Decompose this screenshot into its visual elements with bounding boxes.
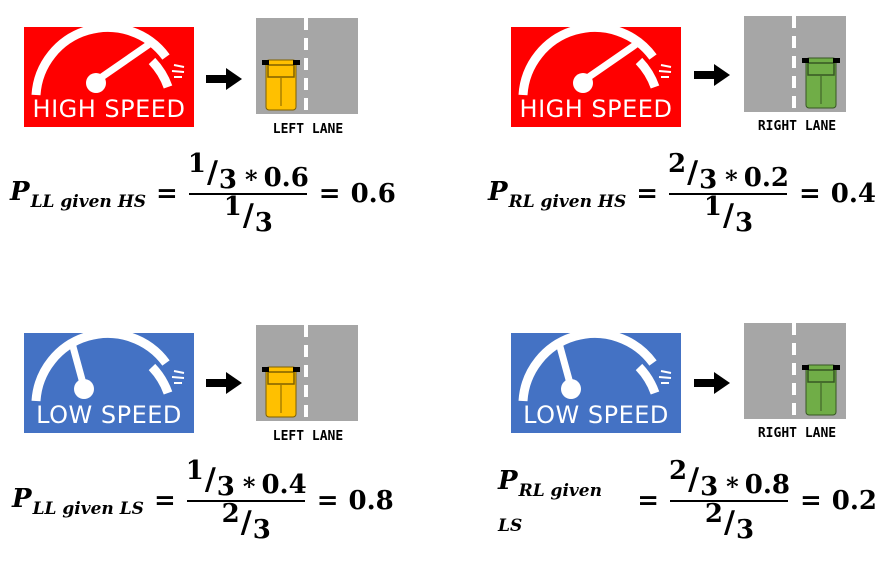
equation-ll-ls: PLL given LS = 1/3 *0.4 2/3 = 0.8 bbox=[12, 462, 394, 540]
numerator: 1/3 *0.4 bbox=[186, 462, 307, 497]
car-icon bbox=[802, 58, 840, 108]
probability-symbol: PRL given HS bbox=[488, 177, 626, 212]
equals-sign: = bbox=[636, 179, 658, 209]
high-speed-badge: HIGH SPEED bbox=[24, 27, 194, 127]
lane-label: RIGHT LANE bbox=[732, 426, 862, 441]
equation-rl-ls: PRL given LS = 2/3 *0.8 2/3 = 0.2 bbox=[498, 462, 877, 540]
road-right-lane bbox=[744, 323, 846, 419]
badge-label: HIGH SPEED bbox=[511, 95, 681, 123]
lane-label: RIGHT LANE bbox=[732, 119, 862, 134]
probability-symbol: PLL given HS bbox=[10, 177, 146, 212]
fraction: 1/3 *0.4 2/3 bbox=[186, 462, 307, 540]
equals-sign: = bbox=[637, 486, 659, 516]
high-speed-badge: HIGH SPEED bbox=[511, 27, 681, 127]
road-left-lane bbox=[256, 18, 358, 114]
numerator: 1/3 *0.6 bbox=[188, 155, 309, 190]
equation-ll-hs: PLL given HS = 1/3 *0.6 1/3 = 0.6 bbox=[10, 155, 396, 233]
badge-label: LOW SPEED bbox=[511, 401, 681, 429]
fraction: 2/3 *0.8 2/3 bbox=[669, 462, 790, 540]
car-icon bbox=[262, 60, 300, 110]
right-arrow-icon bbox=[694, 372, 730, 394]
badge-label: HIGH SPEED bbox=[24, 95, 194, 123]
denominator: 1/3 bbox=[224, 198, 273, 233]
numerator: 2/3 *0.2 bbox=[668, 155, 789, 190]
fraction: 2/3 *0.2 1/3 bbox=[668, 155, 789, 233]
numerator: 2/3 *0.8 bbox=[669, 462, 790, 497]
probability-symbol: PLL given LS bbox=[12, 484, 144, 519]
result-value: 0.6 bbox=[351, 179, 396, 209]
equals-sign: = bbox=[154, 486, 176, 516]
result-value: 0.4 bbox=[831, 179, 876, 209]
car-icon bbox=[802, 365, 840, 415]
result-value: 0.2 bbox=[832, 486, 877, 516]
denominator: 1/3 bbox=[704, 198, 753, 233]
equals-sign: = bbox=[156, 179, 178, 209]
denominator: 2/3 bbox=[222, 505, 271, 540]
fraction: 1/3 *0.6 1/3 bbox=[188, 155, 309, 233]
car-icon bbox=[262, 367, 300, 417]
probability-symbol: PRL given LS bbox=[498, 466, 627, 536]
right-arrow-icon bbox=[206, 68, 242, 90]
equation-rl-hs: PRL given HS = 2/3 *0.2 1/3 = 0.4 bbox=[488, 155, 876, 233]
road-right-lane bbox=[744, 16, 846, 112]
lane-label: LEFT LANE bbox=[243, 122, 373, 137]
badge-label: LOW SPEED bbox=[24, 401, 194, 429]
result-value: 0.8 bbox=[348, 486, 393, 516]
road-left-lane bbox=[256, 325, 358, 421]
low-speed-badge: LOW SPEED bbox=[511, 333, 681, 433]
denominator: 2/3 bbox=[705, 505, 754, 540]
right-arrow-icon bbox=[694, 64, 730, 86]
right-arrow-icon bbox=[206, 372, 242, 394]
low-speed-badge: LOW SPEED bbox=[24, 333, 194, 433]
lane-label: LEFT LANE bbox=[243, 429, 373, 444]
